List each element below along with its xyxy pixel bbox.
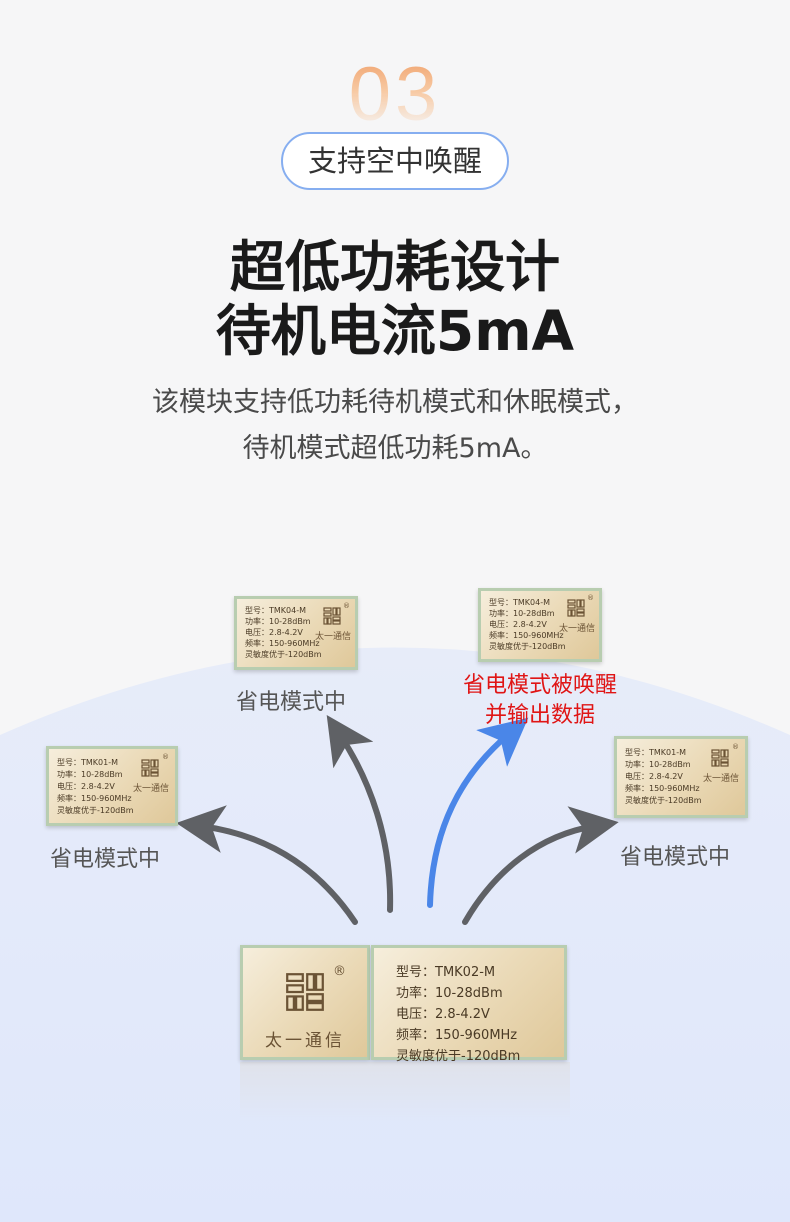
module-spec-model: 型号：TMK01-M: [625, 748, 687, 757]
feature-badge: 支持空中唤醒: [281, 132, 509, 190]
brand-logo-icon: [711, 749, 729, 767]
module-spec-frequency: 频率：150-960MHz: [57, 794, 132, 803]
module-center-left-part: ® 太一通信: [240, 945, 370, 1060]
module-spec-power: 功率：10-28dBm: [625, 760, 691, 769]
module-right: 型号：TMK01-M 功率：10-28dBm 电压：2.8-4.2V 频率：15…: [614, 736, 748, 818]
section-number: 03: [0, 55, 790, 135]
module-spec-voltage: 电压：2.8-4.2V: [489, 620, 547, 629]
module-spec-sensitivity: 灵敏度优于-120dBm: [625, 796, 702, 805]
module-spec-sensitivity: 灵敏度优于-120dBm: [245, 650, 322, 659]
registered-mark: ®: [587, 594, 594, 602]
arrow-to-left: [176, 805, 358, 925]
arrow-to-top-left: [326, 715, 394, 913]
description-line1: 该模块支持低功耗待机模式和休眠模式，: [152, 387, 638, 418]
module-reflection: [240, 1062, 570, 1122]
brand-logo-icon: [323, 607, 341, 625]
module-spec-power: 功率：10-28dBm: [489, 609, 555, 618]
registered-mark: ®: [732, 743, 739, 751]
registered-mark: ®: [343, 602, 350, 610]
module-spec-model: 型号：TMK04-M: [245, 606, 307, 615]
module-top-right: 型号：TMK04-M 功率：10-28dBm 电压：2.8-4.2V 频率：15…: [478, 588, 602, 662]
module-brand: 太一通信: [703, 774, 740, 784]
arrow-to-right: [462, 806, 619, 925]
module-brand: 太一通信: [559, 624, 596, 634]
module-spec-power: 功率：10-28dBm: [396, 986, 503, 1001]
caption-left: 省电模式中: [50, 847, 161, 872]
caption-top-right-line1: 省电模式被唤醒: [462, 673, 617, 698]
registered-mark: ®: [333, 964, 346, 979]
module-spec-sensitivity: 灵敏度优于-120dBm: [396, 1049, 521, 1064]
headline-line1: 超低功耗设计: [229, 235, 560, 299]
caption-right: 省电模式中: [620, 845, 731, 870]
module-spec-frequency: 频率：150-960MHz: [396, 1028, 518, 1043]
module-left: 型号：TMK01-M 功率：10-28dBm 电压：2.8-4.2V 频率：15…: [46, 746, 178, 826]
module-brand: 太一通信: [133, 784, 170, 794]
module-spec-power: 功率：10-28dBm: [57, 770, 123, 779]
registered-mark: ®: [162, 753, 169, 761]
brand-logo-icon: [141, 759, 159, 777]
module-spec-voltage: 电压：2.8-4.2V: [396, 1007, 490, 1022]
module-top-left: 型号：TMK04-M 功率：10-28dBm 电压：2.8-4.2V 频率：15…: [234, 596, 358, 670]
module-spec-voltage: 电压：2.8-4.2V: [245, 628, 303, 637]
module-spec-model: 型号：TMK01-M: [57, 758, 119, 767]
module-spec-voltage: 电压：2.8-4.2V: [57, 782, 115, 791]
module-brand: 太一通信: [315, 632, 352, 642]
module-spec-model: 型号：TMK02-M: [396, 965, 496, 980]
arrow-to-top-right: [427, 717, 529, 908]
caption-top-right-line2: 并输出数据: [484, 703, 595, 728]
module-spec-model: 型号：TMK04-M: [489, 598, 551, 607]
module-spec-frequency: 频率：150-960MHz: [625, 784, 700, 793]
brand-logo-icon: [567, 599, 585, 617]
description-line2: 待机模式超低功耗5mA。: [242, 433, 548, 464]
module-spec-sensitivity: 灵敏度优于-120dBm: [489, 642, 566, 651]
module-brand: 太一通信: [265, 1031, 345, 1051]
module-spec-sensitivity: 灵敏度优于-120dBm: [57, 806, 134, 815]
module-spec-frequency: 频率：150-960MHz: [489, 631, 564, 640]
module-spec-voltage: 电压：2.8-4.2V: [625, 772, 683, 781]
brand-logo-icon: [286, 973, 324, 1011]
caption-top-left: 省电模式中: [236, 690, 347, 715]
module-spec-power: 功率：10-28dBm: [245, 617, 311, 626]
headline-line2: 待机电流5mA: [215, 299, 575, 363]
module-spec-frequency: 频率：150-960MHz: [245, 639, 320, 648]
module-center-right-part: 型号：TMK02-M 功率：10-28dBm 电压：2.8-4.2V 频率：15…: [371, 945, 567, 1064]
